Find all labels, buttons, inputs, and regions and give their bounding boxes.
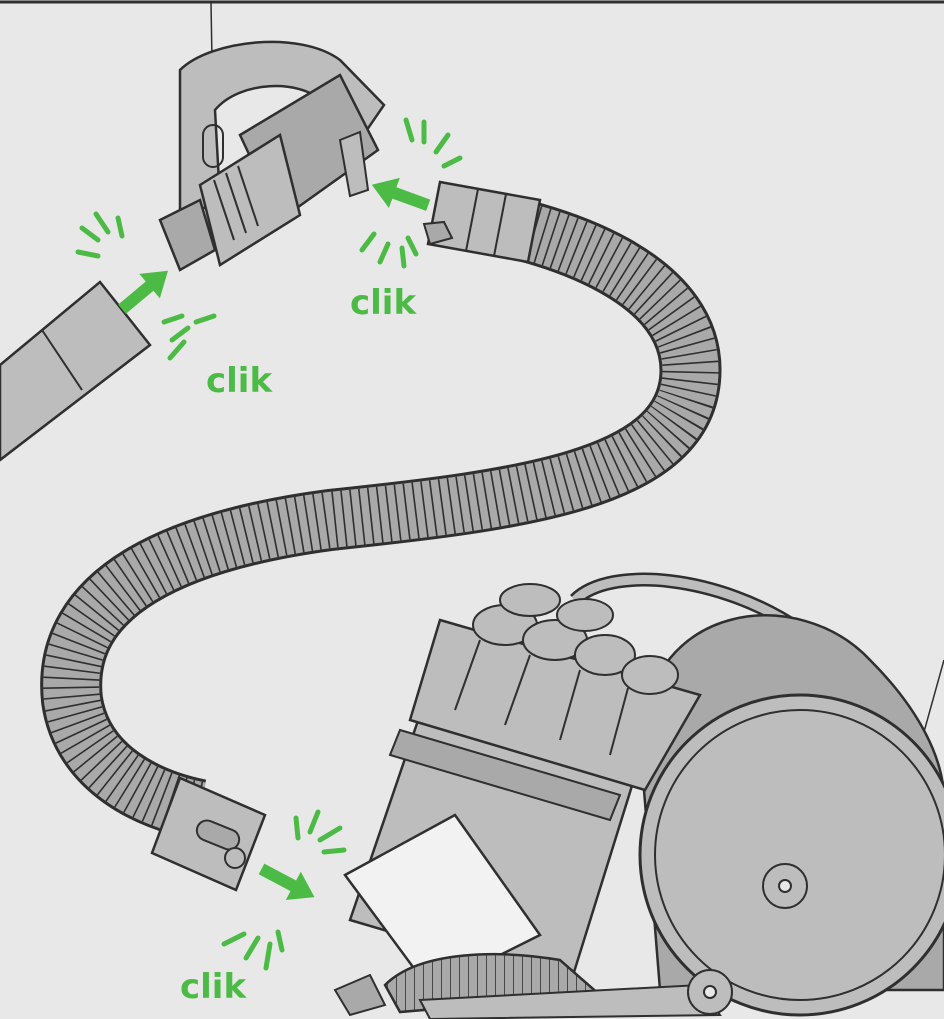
click-arrow-icon [254, 855, 322, 911]
hose-top-cuff [424, 182, 540, 262]
click-arrow-icon [366, 170, 433, 221]
body-click-label: clik [180, 967, 247, 1007]
vacuum-body [335, 580, 944, 1019]
wand-click-label: clik [206, 361, 273, 401]
main-wheel [640, 695, 944, 1015]
handle-click-label: clik [350, 283, 417, 323]
handle [160, 42, 384, 270]
